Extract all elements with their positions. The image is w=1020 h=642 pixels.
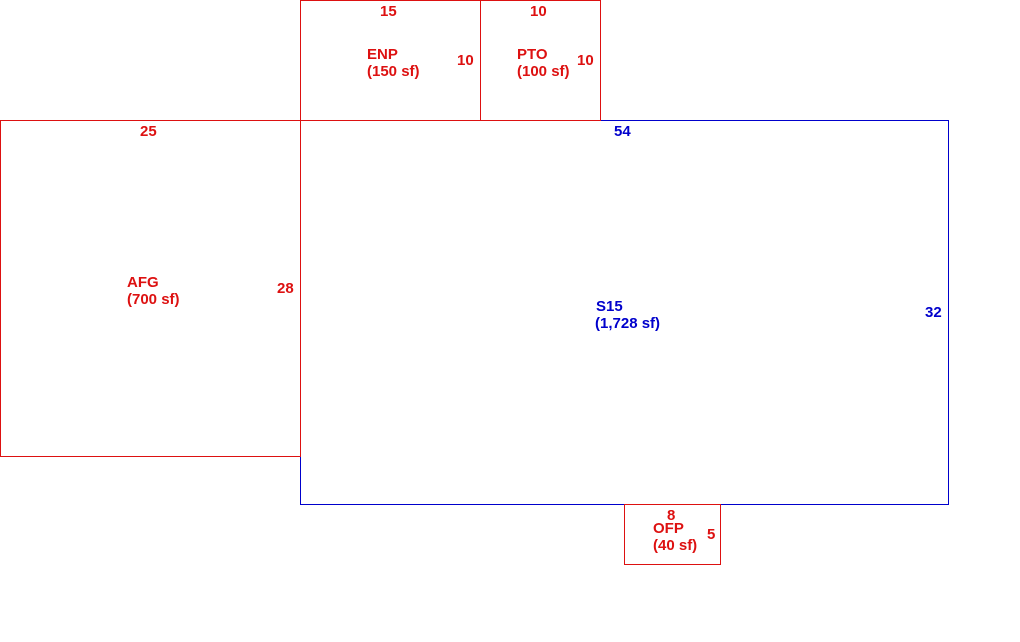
area-afg-top-dimension: 25 bbox=[140, 123, 157, 140]
area-afg-outline bbox=[0, 120, 301, 457]
area-pto-code: PTO bbox=[517, 46, 548, 63]
area-pto-top-dimension: 10 bbox=[530, 3, 547, 20]
area-afg: 25 28 AFG (700 sf) bbox=[0, 120, 301, 457]
area-ofp-top-dimension: 8 bbox=[667, 507, 675, 524]
area-pto: 10 10 PTO (100 sf) bbox=[480, 0, 601, 121]
area-ofp-right-dimension: 5 bbox=[707, 526, 715, 543]
area-s15-outline bbox=[300, 120, 949, 505]
area-enp: 15 10 ENP (150 sf) bbox=[300, 0, 481, 121]
area-s15-area: (1,728 sf) bbox=[595, 315, 660, 332]
area-pto-right-dimension: 10 bbox=[577, 52, 594, 69]
area-enp-code: ENP bbox=[367, 46, 398, 63]
area-enp-area: (150 sf) bbox=[367, 63, 420, 80]
area-afg-right-dimension: 28 bbox=[277, 280, 294, 297]
area-ofp-code: OFP bbox=[653, 520, 684, 537]
area-s15-code: S15 bbox=[596, 298, 623, 315]
area-ofp: 8 5 OFP (40 sf) bbox=[624, 504, 721, 565]
area-s15-top-dimension: 54 bbox=[614, 123, 631, 140]
area-s15-right-dimension: 32 bbox=[925, 304, 942, 321]
area-ofp-area: (40 sf) bbox=[653, 537, 697, 554]
area-pto-area: (100 sf) bbox=[517, 63, 570, 80]
area-ofp-outline bbox=[624, 504, 721, 565]
area-afg-area: (700 sf) bbox=[127, 291, 180, 308]
area-enp-top-dimension: 15 bbox=[380, 3, 397, 20]
area-s15: 54 32 S15 (1,728 sf) bbox=[300, 120, 949, 505]
area-pto-outline bbox=[480, 0, 601, 121]
area-enp-right-dimension: 10 bbox=[457, 52, 474, 69]
area-afg-code: AFG bbox=[127, 274, 159, 291]
